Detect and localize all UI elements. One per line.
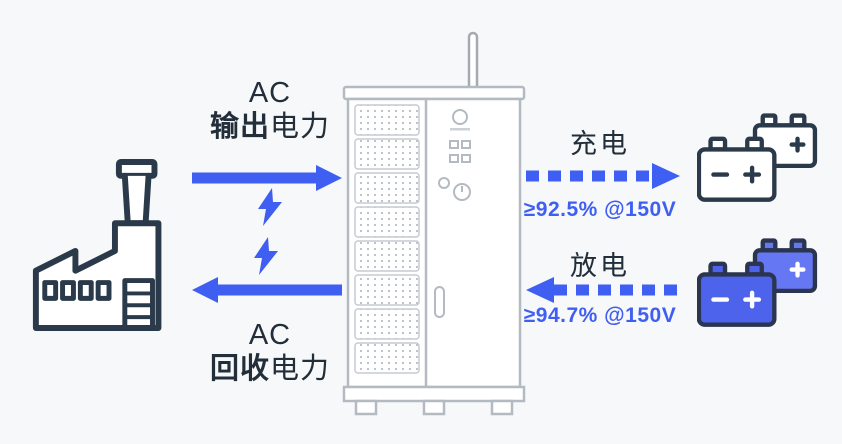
cabinet-indicator (449, 154, 459, 163)
battery-body (697, 147, 777, 202)
cabinet-indicator (461, 140, 471, 149)
ac-output-line2: 输出电力 (196, 110, 344, 144)
battery-pack-filled-icon (697, 238, 818, 327)
charge-label: 充电 (570, 129, 630, 159)
cabinet-logo (452, 109, 468, 125)
factory-window (77, 280, 94, 301)
cabinet-knob (438, 177, 450, 189)
solid-arrow-left-icon (192, 277, 342, 303)
cabinet-top-lid (342, 85, 526, 101)
cabinet-dial (453, 183, 471, 201)
ac-output-label: AC 输出电力 (196, 76, 344, 144)
factory-chimney (121, 172, 152, 227)
cabinet-indicator (449, 140, 459, 149)
ac-output-rest: 电力 (270, 111, 331, 143)
pcs-cabinet-icon (342, 31, 526, 416)
ac-return-line2: 回收电力 (196, 352, 344, 386)
ac-return-rest: 电力 (270, 353, 331, 385)
battery-pack-outline-icon (697, 113, 818, 202)
lightning-bolt-icon (254, 237, 278, 275)
ac-return-line1: AC (248, 319, 292, 351)
charge-efficiency: ≥92.5% @150V (523, 198, 677, 221)
cabinet-base (342, 385, 526, 403)
cabinet-indicator (461, 154, 471, 163)
ac-output-bold: 输出 (209, 111, 270, 143)
cabinet-foot (354, 399, 378, 416)
ac-return-label: AC 回收电力 (196, 318, 344, 386)
cabinet-foot (422, 399, 446, 416)
ac-return-bold: 回收 (209, 353, 270, 385)
dashed-arrow-right-icon (526, 163, 680, 189)
discharge-label: 放电 (570, 251, 630, 281)
antenna-icon (467, 31, 479, 93)
ac-output-line1: AC (248, 77, 292, 109)
factory-building (32, 220, 162, 331)
cabinet-foot (490, 399, 514, 416)
solid-arrow-right-icon (192, 165, 342, 191)
battery-body (697, 272, 777, 327)
factory-icon (32, 159, 162, 331)
lightning-bolt-icon (258, 188, 282, 226)
cabinet-logo-text (450, 128, 470, 131)
factory-window (60, 280, 76, 301)
cabinet-vent-grilles (354, 104, 420, 374)
factory-window (42, 280, 59, 301)
factory-window (95, 280, 112, 301)
discharge-efficiency: ≥94.7% @150V (523, 304, 677, 327)
cabinet-door-handle (434, 286, 445, 318)
dashed-arrow-left-icon (526, 277, 682, 303)
